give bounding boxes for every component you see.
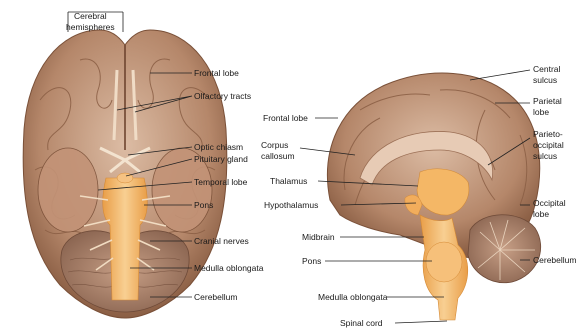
label-frontal-lobe-left: Frontal lobe xyxy=(194,68,239,78)
label-medulla-oblongata-left: Medulla oblongata xyxy=(194,263,264,273)
sagittal-brain-view xyxy=(327,73,540,320)
label-corpus-callosum-line2: callosum xyxy=(261,151,295,161)
label-optic-chiasm: Optic chiasm xyxy=(194,142,243,152)
label-hypothalamus: Hypothalamus xyxy=(264,200,318,210)
label-occipital-lobe-line1: Occipital xyxy=(533,198,566,208)
label-cranial-nerves: Cranial nerves xyxy=(194,236,249,246)
label-cerebellum-left: Cerebellum xyxy=(194,292,237,302)
label-cerebral-hemispheres-line1: Cerebral xyxy=(74,11,107,21)
label-occipital-lobe-line2: lobe xyxy=(533,209,549,219)
label-cerebellum-right: Cerebellum xyxy=(533,255,576,265)
label-midbrain: Midbrain xyxy=(302,232,335,242)
label-cerebral-hemispheres-line2: hemispheres xyxy=(66,22,115,32)
label-thalamus: Thalamus xyxy=(270,176,307,186)
label-parietal-lobe-line2: lobe xyxy=(533,107,549,117)
label-frontal-lobe-right: Frontal lobe xyxy=(263,113,308,123)
label-parietal-lobe-line1: Parietal xyxy=(533,96,562,106)
label-olfactory-tracts: Olfactory tracts xyxy=(194,91,251,101)
label-medulla-oblongata-right: Medulla oblongata xyxy=(318,292,388,302)
label-parieto-occipital-line1: Parieto- xyxy=(533,129,563,139)
label-spinal-cord: Spinal cord xyxy=(340,318,383,328)
sagittal-cerebellum xyxy=(468,215,541,283)
label-parieto-occipital-line3: sulcus xyxy=(533,151,557,161)
label-central-sulcus-line2: sulcus xyxy=(533,75,557,85)
label-parieto-occipital-line2: occipital xyxy=(533,140,564,150)
label-corpus-callosum-line1: Corpus xyxy=(261,140,288,150)
label-pituitary-gland: Pituitary gland xyxy=(194,154,248,164)
label-temporal-lobe: Temporal lobe xyxy=(194,177,248,187)
label-pons-right: Pons xyxy=(302,256,321,266)
label-pons-left: Pons xyxy=(194,200,213,210)
label-central-sulcus-line1: Central xyxy=(533,64,561,74)
